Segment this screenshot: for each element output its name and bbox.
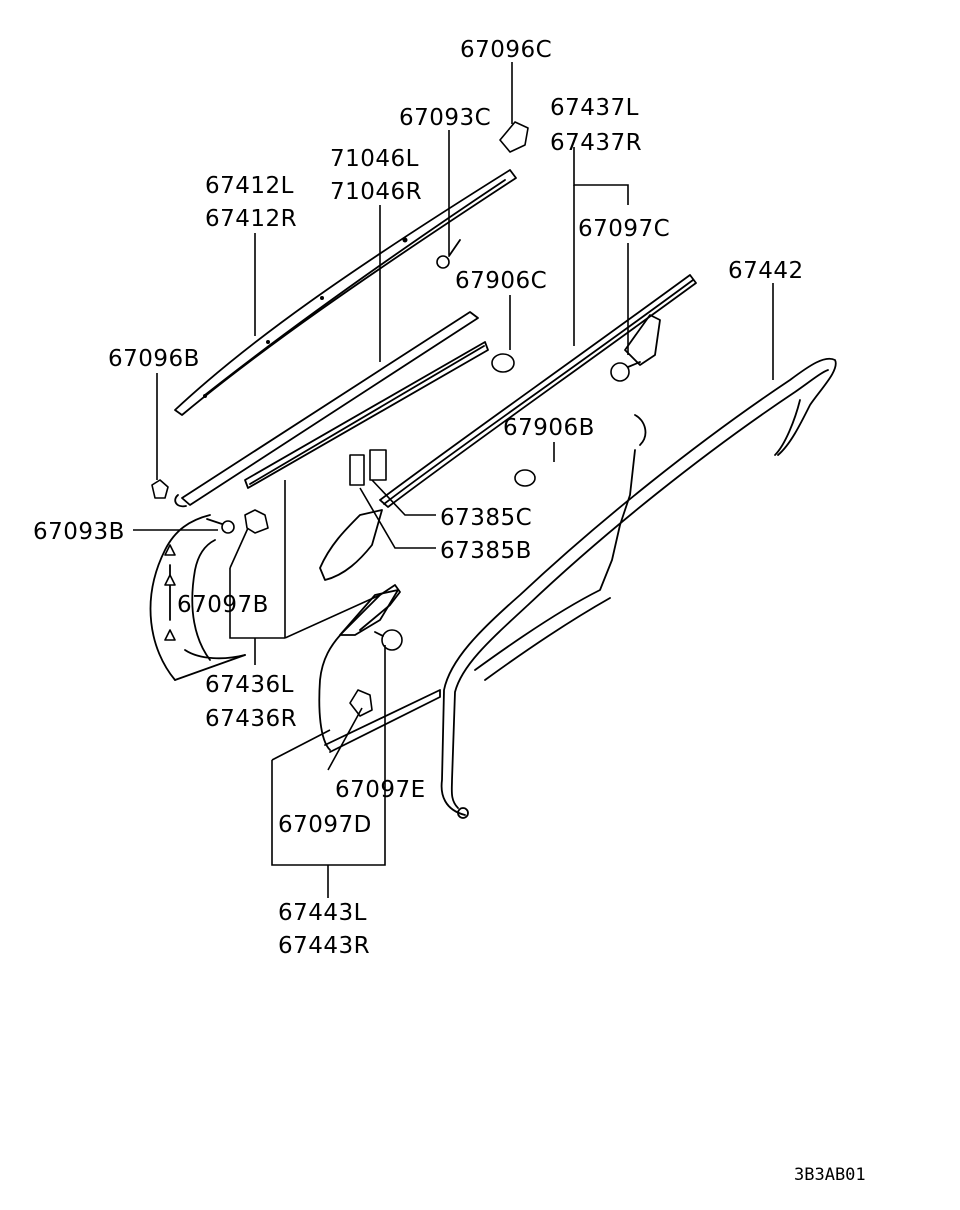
label-67443L: 67443L xyxy=(278,900,367,926)
clip-67096C xyxy=(499,121,529,153)
label-67385C: 67385C xyxy=(440,505,532,531)
label-67437R: 67437R xyxy=(550,130,642,156)
weatherstrip-67442 xyxy=(440,357,837,819)
label-67443R: 67443R xyxy=(278,933,370,959)
clip-67097D xyxy=(349,689,373,717)
diagram-code: 3B3AB01 xyxy=(794,1165,866,1185)
label-67097D: 67097D xyxy=(278,812,372,838)
seal-67436 xyxy=(149,514,246,681)
label-67906C: 67906C xyxy=(455,268,547,294)
leader-lines xyxy=(133,62,774,898)
label-67096C: 67096C xyxy=(460,37,552,63)
roof-molding-67412 xyxy=(174,169,517,416)
label-67412L: 67412L xyxy=(205,173,294,199)
bracket-67385 xyxy=(349,449,387,486)
label-67097E: 67097E xyxy=(335,777,426,803)
screw-67093C xyxy=(436,239,461,269)
clip-67097B xyxy=(244,509,269,534)
clip-67097C xyxy=(610,361,641,382)
label-67436R: 67436R xyxy=(205,706,297,732)
label-67437L: 67437L xyxy=(550,95,639,121)
grommet-67906C xyxy=(491,353,515,373)
label-67412R: 67412R xyxy=(205,206,297,232)
label-67097C: 67097C xyxy=(578,216,670,242)
label-67093C: 67093C xyxy=(399,105,491,131)
clip-67097E xyxy=(374,629,403,651)
label-67436L: 67436L xyxy=(205,672,294,698)
screw-67093B xyxy=(206,518,235,534)
clip-67096B xyxy=(151,479,169,499)
label-67093B: 67093B xyxy=(33,519,125,545)
label-71046R: 71046R xyxy=(330,179,422,205)
label-67906B: 67906B xyxy=(503,415,595,441)
label-67385B: 67385B xyxy=(440,538,532,564)
lower-seal-67443 xyxy=(318,584,441,753)
label-67096B: 67096B xyxy=(108,346,200,372)
label-71046L: 71046L xyxy=(330,146,419,172)
label-67442: 67442 xyxy=(728,258,804,284)
grommet-67906B xyxy=(514,469,536,487)
label-67097B: 67097B xyxy=(177,592,269,618)
molding-71046 xyxy=(174,311,489,508)
